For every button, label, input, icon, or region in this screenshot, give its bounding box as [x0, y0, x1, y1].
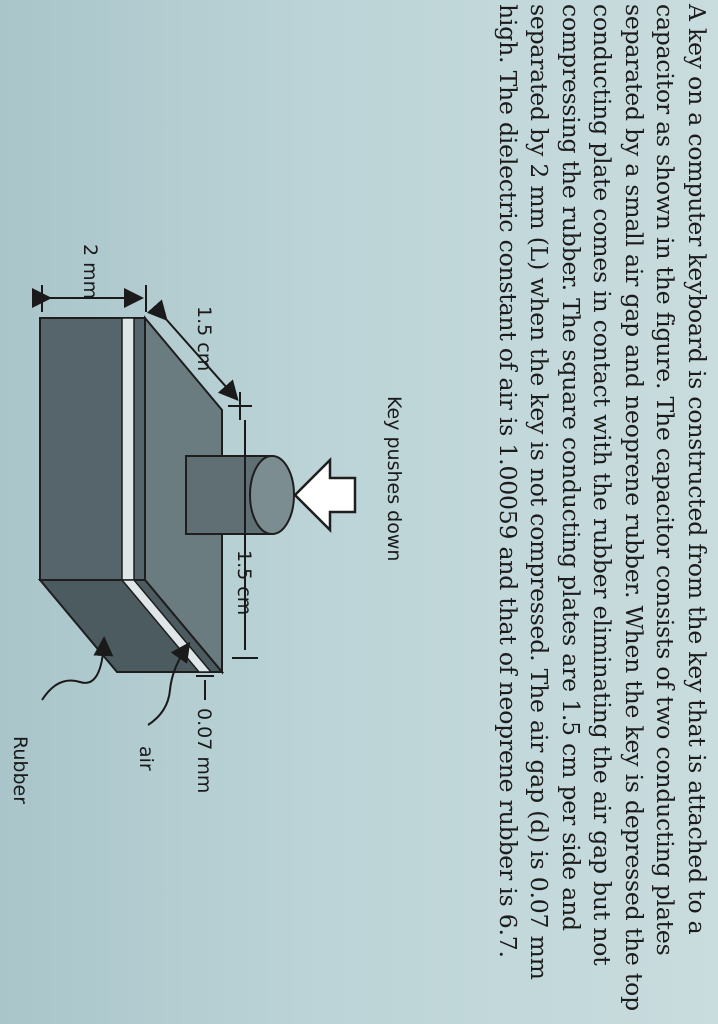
key-cylinder-top	[249, 455, 295, 535]
upper-plate	[121, 317, 135, 581]
rubber-label: Rubber	[9, 736, 31, 804]
gap-label: 0.07 mm	[193, 708, 215, 793]
rubber-leader	[41, 636, 114, 701]
dim-side-1	[146, 299, 239, 401]
key-pushes-down-label: Key pushes down	[383, 396, 405, 561]
air-label: air	[135, 746, 157, 771]
side-label-1: 1.5 cm	[193, 306, 215, 371]
key-push-arrow	[293, 456, 357, 534]
side-label-2: 1.5 cm	[233, 550, 255, 615]
air-leader	[147, 641, 191, 726]
separation-label: 2 mm	[79, 244, 101, 299]
